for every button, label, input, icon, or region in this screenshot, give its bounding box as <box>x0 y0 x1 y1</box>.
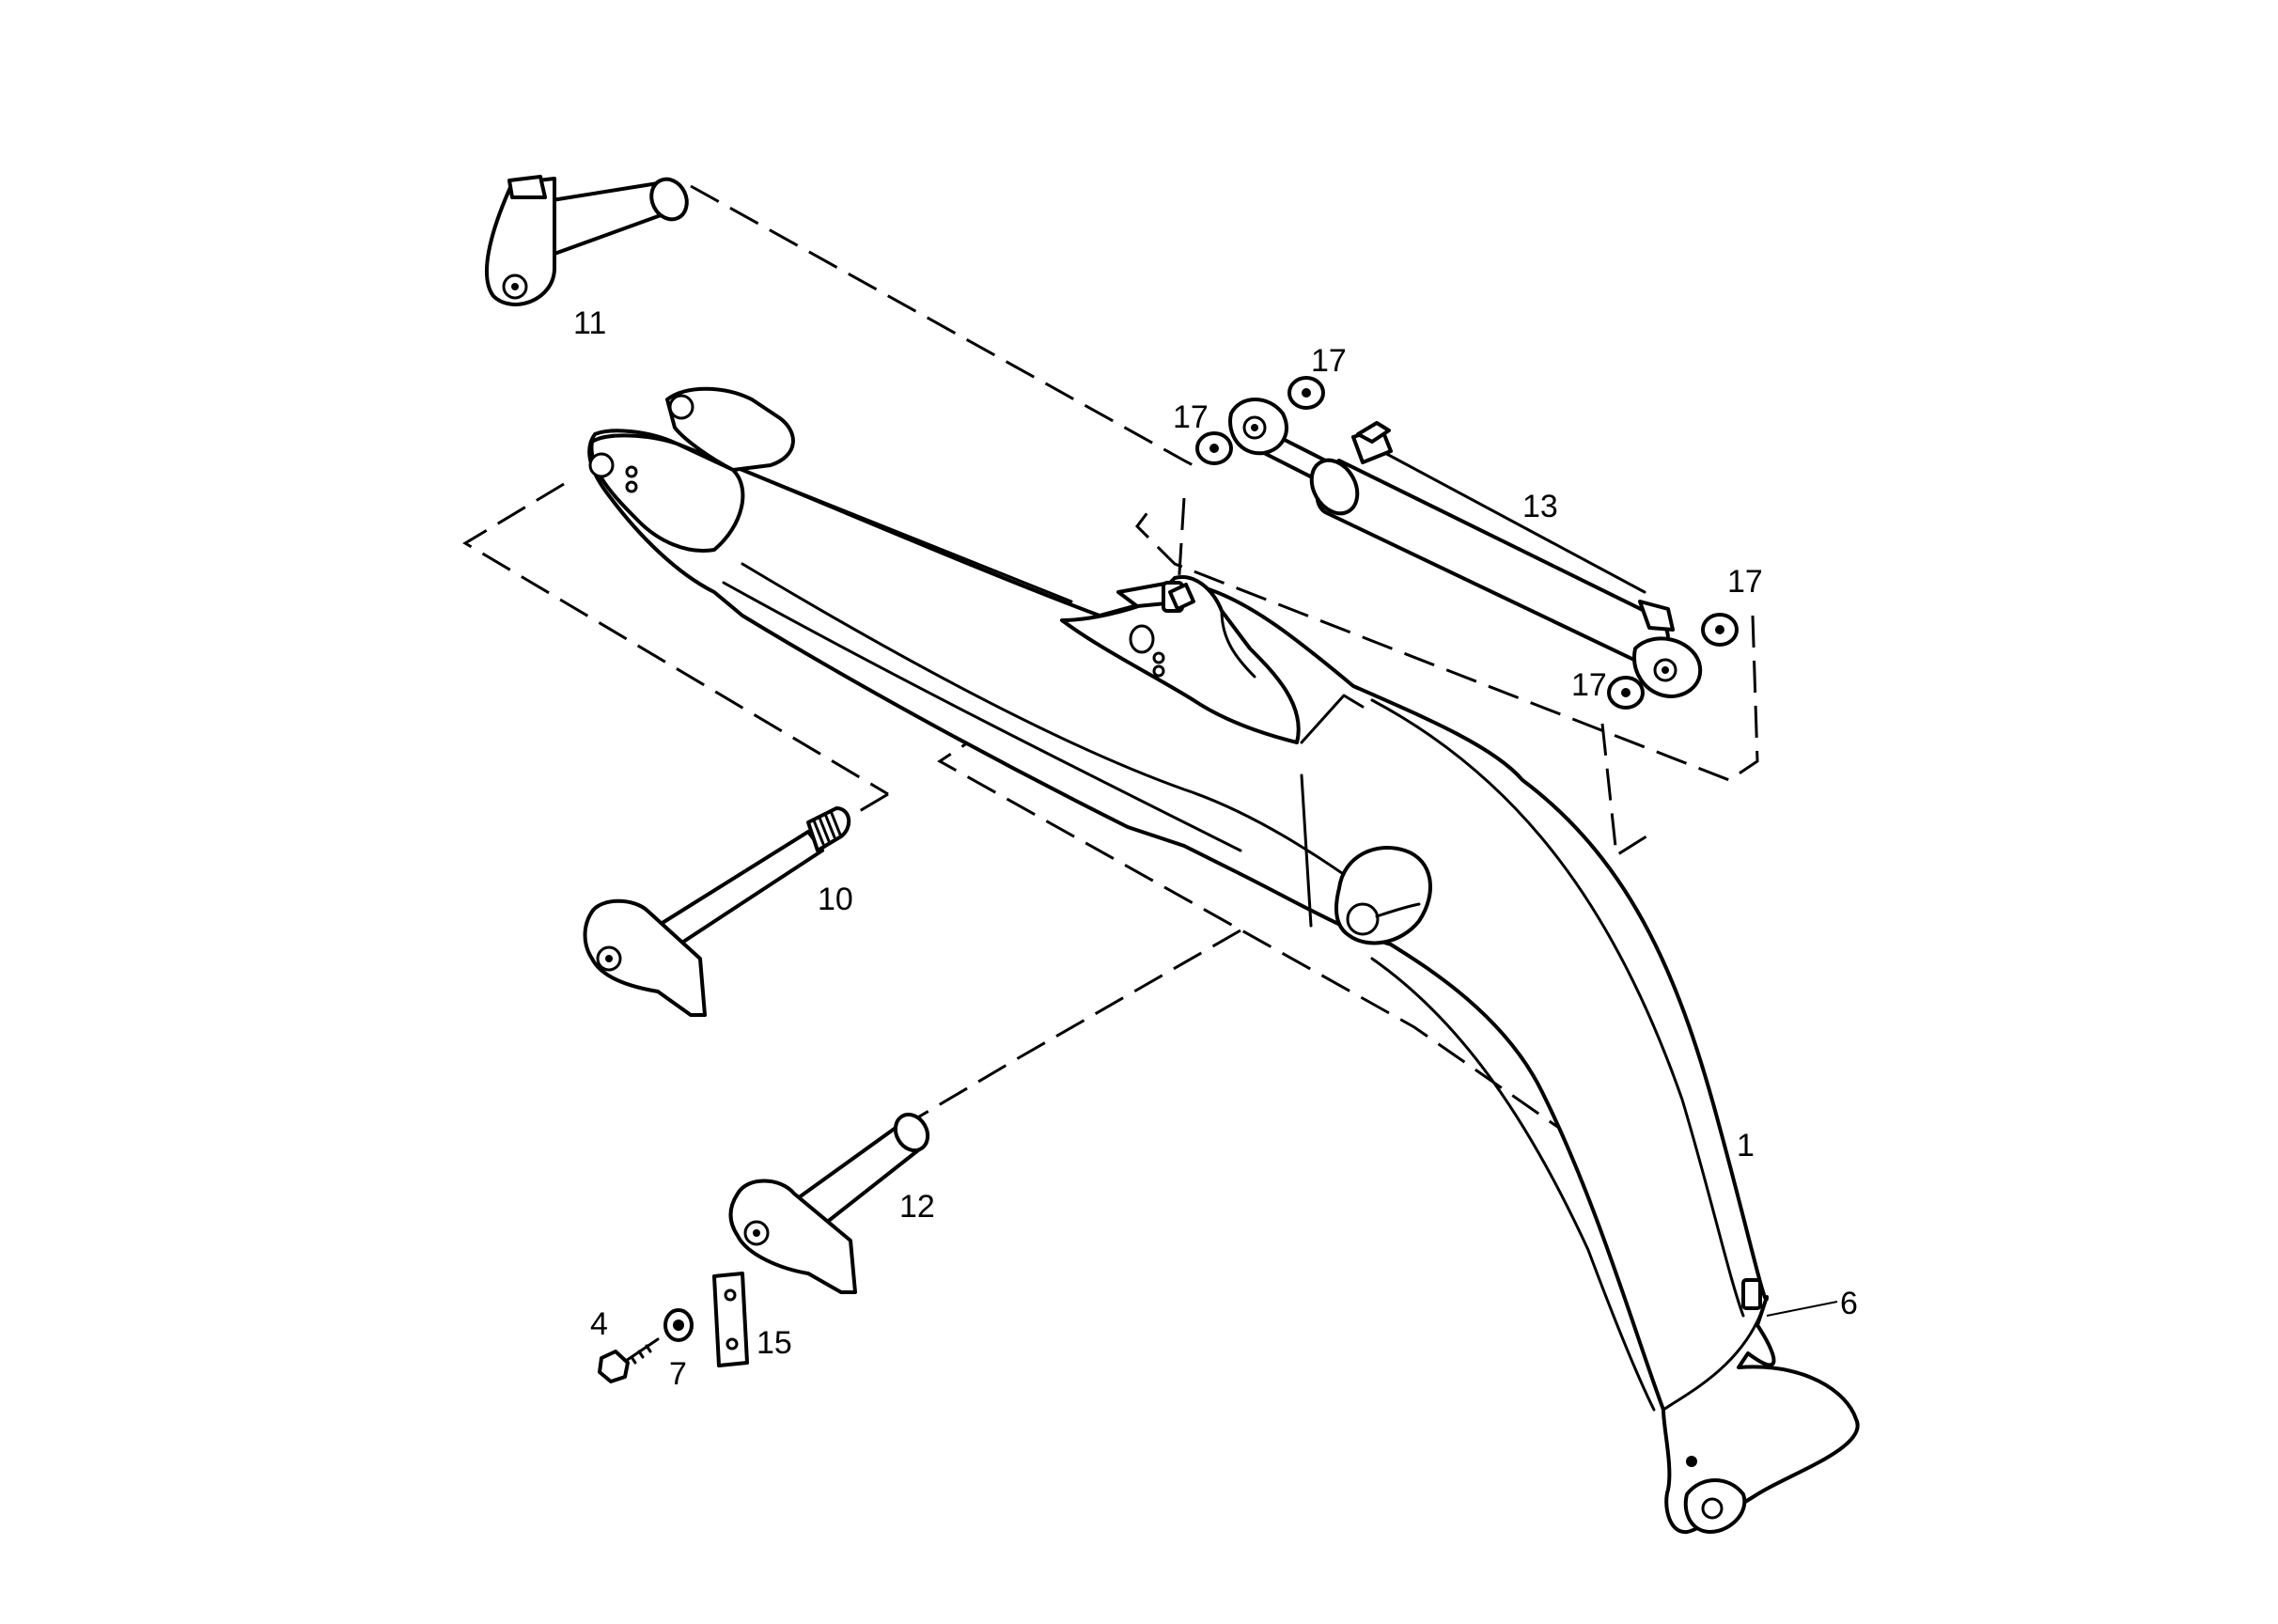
foot-grease-point <box>1686 1456 1697 1467</box>
pin-11-end <box>649 177 689 222</box>
callout-11: 11 <box>573 305 606 341</box>
callout-17-a: 17 <box>1173 399 1209 435</box>
boom-head-lug-lower <box>589 433 745 553</box>
pin-11-line <box>690 184 1199 470</box>
callout-7: 7 <box>669 1356 687 1392</box>
pin-11 <box>484 175 689 306</box>
bracket-top-block-cap <box>1168 583 1195 611</box>
pivot-boss-rim <box>1375 902 1421 918</box>
pin-11-hole-core <box>511 283 519 290</box>
callout-4: 4 <box>590 1306 608 1342</box>
callout-13: 13 <box>1522 489 1558 524</box>
boom-lower-edge <box>722 581 1242 852</box>
boom-top-edge <box>741 468 1073 603</box>
head-bolt-1 <box>625 465 638 478</box>
head-lug-hole-upper <box>668 394 694 420</box>
pivot-hole <box>1346 902 1380 936</box>
callout-6-leader <box>1766 1301 1838 1317</box>
cylinder-valve-top <box>1356 421 1391 444</box>
bracket-bolt-2 <box>1152 664 1165 678</box>
pin-10-shaft <box>656 830 824 951</box>
bracket-hole <box>1129 624 1155 654</box>
base-eye-hole-core <box>1662 666 1669 674</box>
head-lug-hole-lower <box>588 452 615 478</box>
boom-curve-outer <box>1370 698 1745 1318</box>
washer-17-d-core <box>1621 688 1630 697</box>
pin-12-hole-core <box>753 1229 760 1237</box>
small-parts <box>598 1272 749 1383</box>
pin-12-end <box>893 1112 930 1153</box>
boom-head-lug-upper <box>665 386 795 472</box>
pin-12-plate <box>728 1179 857 1294</box>
cylinder-13 <box>1228 398 1703 698</box>
foot-edge <box>1662 1295 1769 1412</box>
pin-11-plate <box>484 177 556 306</box>
callout-17-d: 17 <box>1571 667 1607 703</box>
pin-12 <box>728 1112 930 1294</box>
foot-hole <box>1701 1497 1724 1520</box>
pin-11-plate-tab <box>507 175 547 199</box>
callout-10: 10 <box>818 882 853 917</box>
cylinder-pipe <box>1380 449 1646 594</box>
pin-10-line-upper <box>462 482 889 796</box>
pin-10-plate <box>583 898 707 1017</box>
washer-7-core <box>673 1320 684 1331</box>
callouts: 1 4 6 7 10 11 12 13 15 17 17 17 17 <box>573 305 1858 1392</box>
head-bolt-2 <box>625 480 638 493</box>
cylinder-line-bottom <box>1600 723 1655 858</box>
cylinder-barrel <box>1315 459 1670 664</box>
grease-nipple-6 <box>1741 1278 1762 1310</box>
plate-15 <box>712 1272 749 1367</box>
cylinder-end-fitting <box>1638 600 1675 632</box>
washer-17-a-core <box>1209 444 1219 453</box>
callout-17-b: 17 <box>1311 343 1347 379</box>
boom-web-line <box>741 562 1412 923</box>
boom-arm <box>587 386 1860 1534</box>
callout-6: 6 <box>1840 1286 1858 1321</box>
cylinder-line-right <box>1135 507 1759 782</box>
washer-17-b-core <box>1302 388 1311 398</box>
bracket-bolt-1 <box>1152 651 1165 664</box>
washer-17-c-core <box>1715 625 1724 634</box>
pin-10-hole-core <box>605 955 613 962</box>
callout-17-c: 17 <box>1727 564 1763 600</box>
bracket-rib <box>1300 694 1365 744</box>
boom-body <box>587 429 1860 1534</box>
plate-15-hole-1 <box>724 1288 737 1302</box>
callout-15: 15 <box>757 1325 792 1361</box>
plate-15-hole-2 <box>726 1337 739 1351</box>
pin-12-line <box>899 929 1241 1130</box>
boom-curve-inner <box>1370 957 1656 1412</box>
pin-10 <box>583 806 851 1017</box>
pin-10-thread-lines <box>812 809 842 846</box>
boom-plate-divider <box>1300 773 1313 928</box>
callout-12: 12 <box>899 1189 935 1225</box>
pin-10-thread <box>806 806 851 852</box>
bolt-4-thread <box>630 1344 652 1365</box>
bolt-4-head <box>598 1350 630 1383</box>
callout-1: 1 <box>1737 1128 1755 1163</box>
rod-eye-hole-core <box>1251 424 1258 431</box>
bracket-side <box>1220 609 1256 679</box>
cylinder-gland <box>1309 458 1360 516</box>
washers-17 <box>1195 376 1739 710</box>
